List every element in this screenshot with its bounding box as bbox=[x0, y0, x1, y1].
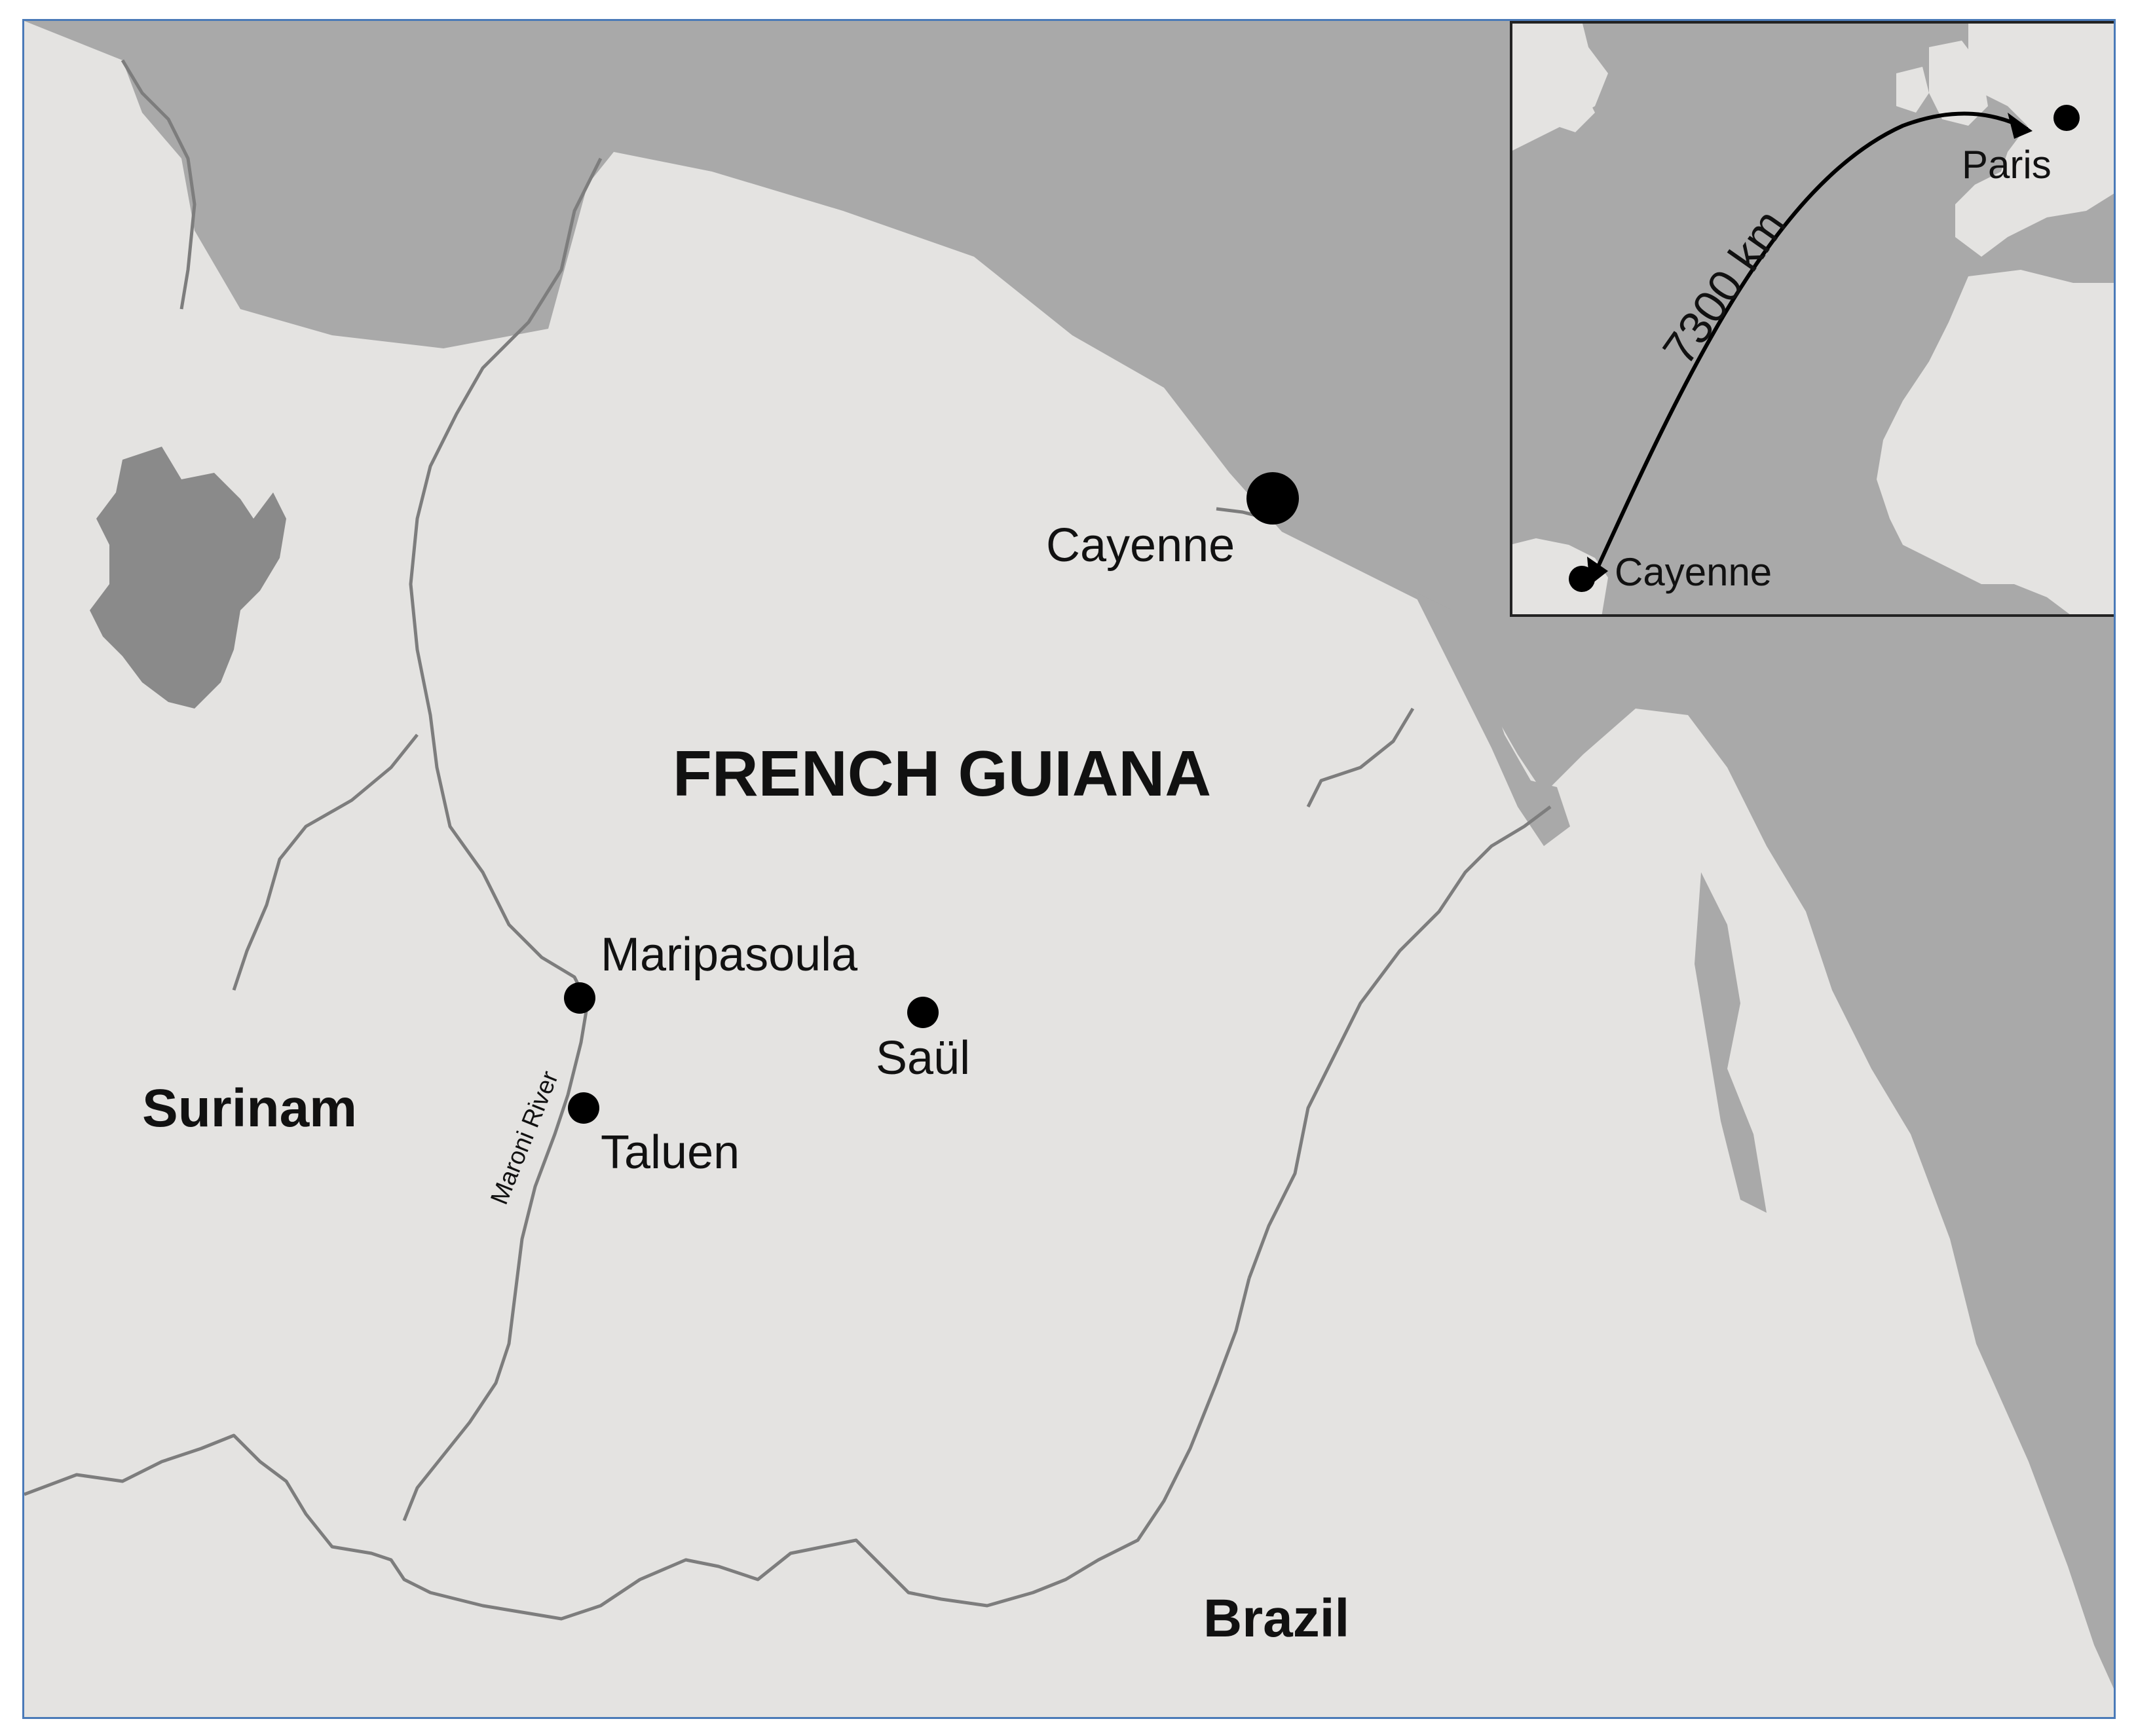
map-frame: Cayenne Maripasoula Saül Taluen FRENCH G… bbox=[22, 19, 2116, 1719]
island-south-east bbox=[1983, 1586, 2068, 1697]
marker-taluen bbox=[568, 1092, 599, 1124]
inset-label-cayenne: Cayenne bbox=[1615, 550, 1772, 594]
coastal-inlet bbox=[1413, 591, 1570, 846]
inset-land-ireland bbox=[1896, 67, 1929, 113]
marker-saul bbox=[907, 997, 939, 1028]
lake-surinam bbox=[90, 447, 286, 709]
map-canvas: Cayenne Maripasoula Saül Taluen FRENCH G… bbox=[24, 21, 2114, 1717]
label-french-guiana: FRENCH GUIANA bbox=[673, 737, 1211, 809]
marker-cayenne bbox=[1246, 472, 1299, 525]
estuary-east bbox=[1695, 872, 1767, 1213]
river-west-branch bbox=[232, 733, 419, 991]
inset-frame bbox=[1510, 21, 2114, 617]
inset-arrow-paris bbox=[2008, 113, 2033, 139]
label-cayenne: Cayenne bbox=[1046, 519, 1235, 572]
river-coastal-2 bbox=[1306, 707, 1415, 808]
inset-marker-paris bbox=[2053, 105, 2080, 131]
inset-land-newfoundland bbox=[1556, 86, 1595, 132]
border-east-oyapock bbox=[1247, 805, 1552, 1279]
label-taluen: Taluen bbox=[601, 1126, 740, 1179]
inset-land-europe bbox=[1955, 21, 2114, 257]
inset-label-paris: Paris bbox=[1962, 143, 2052, 187]
label-surinam: Surinam bbox=[142, 1079, 357, 1138]
border-west-maroni bbox=[402, 157, 603, 1521]
inset-map: Paris Cayenne 7300 km bbox=[1510, 21, 2114, 617]
border-south bbox=[24, 1278, 1251, 1621]
land-mainland bbox=[24, 21, 2114, 1717]
inset-land-uk bbox=[1929, 41, 1988, 126]
inset-land-north-america bbox=[1510, 21, 1608, 152]
inset-land-south-america bbox=[1510, 538, 1608, 617]
inset-marker-cayenne bbox=[1569, 566, 1595, 592]
label-saul: Saül bbox=[876, 1032, 970, 1084]
label-brazil: Brazil bbox=[1203, 1589, 1349, 1648]
inset-land-africa bbox=[1877, 270, 2114, 617]
label-maripasoula: Maripasoula bbox=[601, 929, 858, 981]
river-surinam-north bbox=[121, 59, 197, 310]
marker-maripasoula bbox=[564, 982, 595, 1014]
inset-route-arc bbox=[1592, 111, 2029, 578]
